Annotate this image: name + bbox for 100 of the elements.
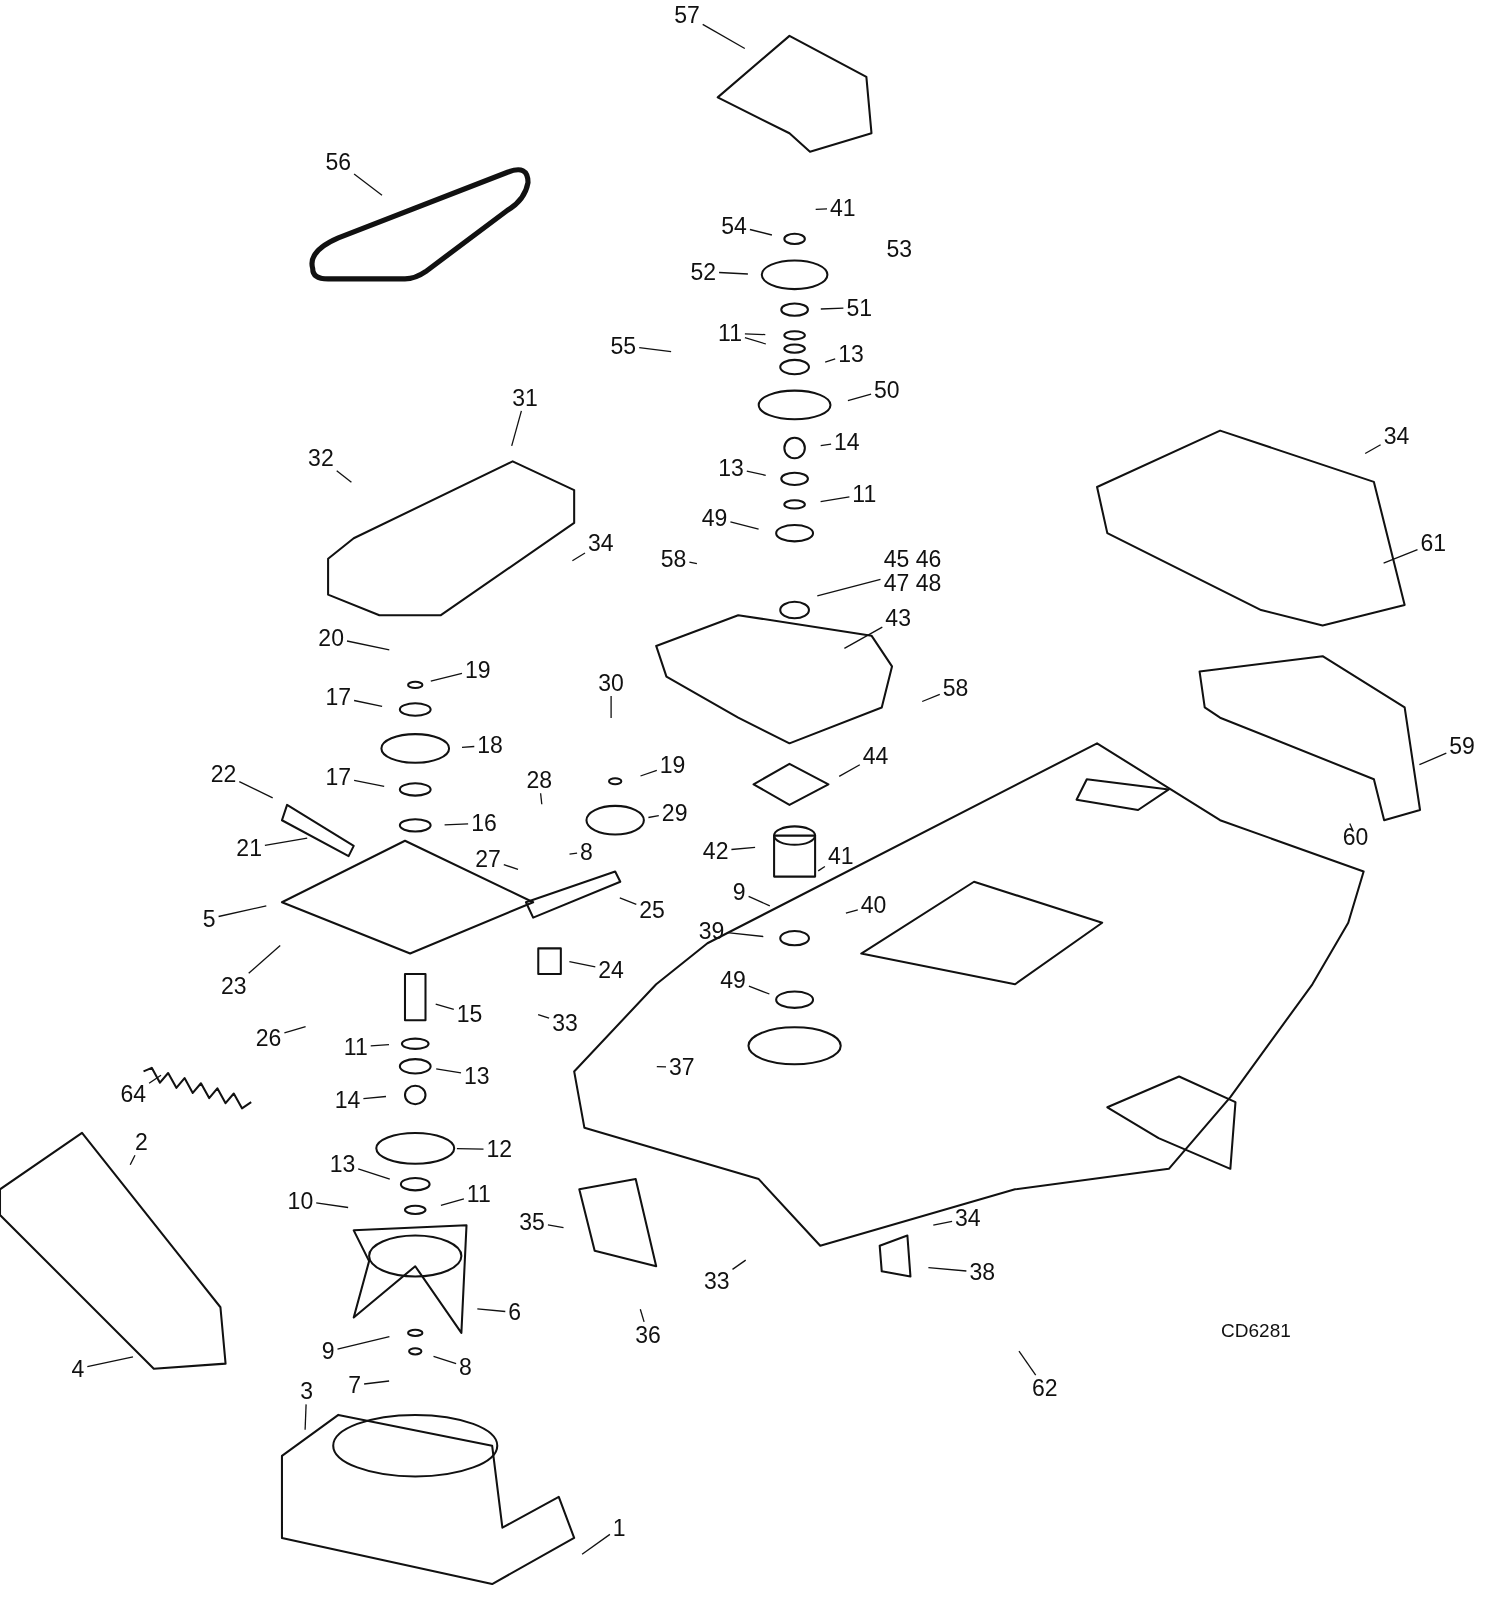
callout-number: 53 (886, 237, 912, 262)
leader-line (537, 1014, 550, 1019)
callout-number: 10 (287, 1188, 314, 1213)
callout-number: 58 (942, 675, 969, 701)
callout-number: 7 (348, 1373, 362, 1398)
callout-number: 33 (552, 1011, 578, 1036)
leader-line (1349, 822, 1354, 831)
leader-line (568, 852, 578, 855)
leader-line (819, 496, 851, 503)
callout-number: 50 (874, 377, 900, 402)
leader-line (511, 410, 523, 447)
leader-line (1382, 549, 1419, 564)
leader-line (503, 863, 519, 871)
callout-number: 29 (661, 801, 688, 826)
leader-line (476, 1308, 506, 1313)
callout-number: 18 (477, 733, 503, 758)
callout-number: 52 (690, 259, 717, 284)
callout-number: 11 (343, 1034, 368, 1059)
callout-number: 37 (669, 1055, 695, 1080)
callout-number: 9 (732, 879, 746, 905)
leader-line (432, 1355, 457, 1365)
callout-number: 19 (465, 657, 491, 682)
callout-number: 58 (660, 546, 687, 571)
leader-line (1418, 752, 1447, 766)
leader-line (815, 208, 828, 211)
callout-number: 11 (852, 482, 877, 507)
leader-line (346, 640, 390, 651)
leader-line (248, 944, 281, 974)
leader-line (353, 699, 383, 707)
leader-line (315, 1202, 349, 1209)
callout-number: 40 (860, 893, 887, 918)
leader-line (362, 1095, 387, 1100)
leader-line (217, 905, 267, 918)
leader-line (283, 1026, 307, 1034)
callout-number: 61 (1420, 531, 1447, 556)
callout-number: 11 (718, 321, 742, 346)
callout-number: 38 (969, 1260, 995, 1285)
leader-line (656, 1066, 667, 1068)
leader-line (726, 931, 764, 938)
leader-line (435, 1068, 462, 1074)
leader-line (456, 1147, 485, 1150)
callout-number: 17 (325, 765, 352, 790)
leader-line (820, 307, 845, 310)
callout-number: 44 (862, 743, 889, 768)
leader-line (353, 779, 385, 787)
callout-number: 22 (210, 762, 237, 787)
leader-line (816, 578, 882, 597)
callout-number: 36 (635, 1322, 661, 1347)
callout-number: 20 (318, 625, 344, 650)
callout-number: 6 (508, 1300, 522, 1325)
leader-line (443, 823, 469, 826)
callout-number: 54 (721, 213, 747, 238)
callout-number: 8 (459, 1354, 472, 1379)
leader-line (547, 1224, 565, 1229)
leader-line (744, 333, 766, 336)
callout-number: 59 (1449, 734, 1475, 759)
leader-line (619, 897, 637, 905)
leader-line (731, 1259, 747, 1271)
callout-number: 41 (827, 844, 854, 869)
callout-number: 56 (325, 149, 352, 175)
leader-line (702, 23, 746, 50)
callout-number: 3 (300, 1379, 313, 1404)
leader-line (843, 626, 883, 650)
callout-number: 31 (512, 385, 538, 410)
callout-number: 55 (610, 333, 637, 358)
leader-line (824, 358, 836, 363)
callout-number: 14 (334, 1088, 361, 1113)
callout-number: 14 (834, 429, 860, 454)
callout-number: 41 (830, 196, 856, 221)
callout-number: 26 (255, 1025, 282, 1050)
callout-number: 9 (321, 1339, 335, 1364)
callout-number: 30 (598, 670, 624, 695)
callout-number: 5 (202, 906, 216, 931)
callout-number: 15 (456, 1001, 483, 1027)
leader-line (688, 561, 698, 565)
leader-line (729, 521, 760, 530)
leader-line (838, 764, 861, 778)
callout-number: 49 (701, 505, 728, 530)
callout-number: 34 (588, 531, 614, 556)
leader-line (820, 443, 832, 447)
callout-number: 51 (846, 295, 872, 320)
callout-number: 42 (702, 838, 729, 864)
callout-number: 21 (236, 835, 262, 860)
callout-number: 1 (612, 1515, 626, 1540)
leader-line (639, 769, 658, 777)
leader-line (461, 745, 475, 748)
leader-line (363, 1380, 390, 1385)
leader-line (238, 781, 274, 799)
leader-line (747, 895, 771, 907)
leader-line (647, 815, 660, 819)
leader-line (357, 1168, 391, 1180)
callout-number: 13 (329, 1151, 356, 1176)
leader-line (336, 1335, 391, 1350)
leader-line (744, 337, 767, 345)
leader-line (638, 346, 672, 353)
leader-line (639, 1308, 645, 1323)
callout-number: 28 (526, 768, 553, 793)
callout-number: 32 (308, 446, 334, 471)
leader-line (718, 271, 749, 275)
callout-number: 24 (598, 957, 624, 982)
